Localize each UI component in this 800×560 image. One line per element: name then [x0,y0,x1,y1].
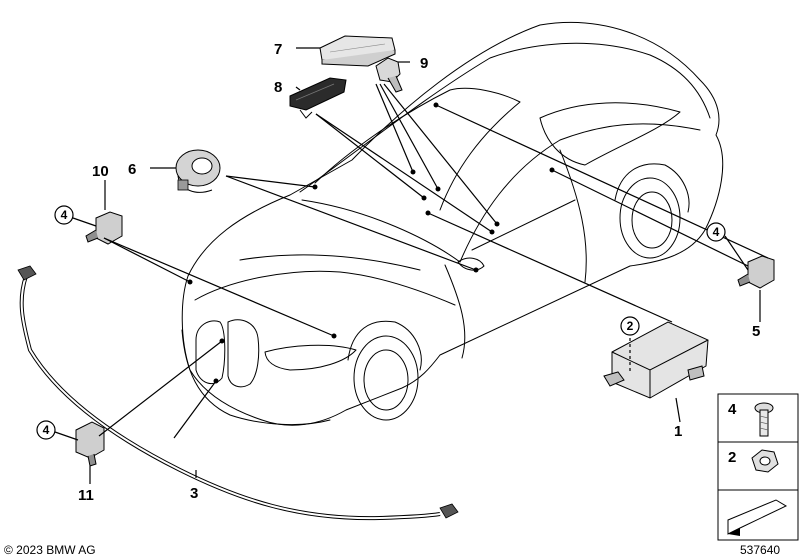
copyright-text: © 2023 BMW AG [4,543,96,557]
part-5-sensor [737,255,775,289]
label-7: 7 [274,41,282,58]
svg-text:2: 2 [627,319,634,333]
legend-box-screw: 4 [717,393,799,443]
part-9-sensor [375,57,403,93]
part-1-control-unit [603,321,709,399]
circled-label-2: 2 [620,316,640,336]
legend-box-nut: 2 [717,441,799,491]
diagram-number: 537640 [740,543,780,557]
part-10-sensor [85,211,123,245]
label-3: 3 [190,485,198,502]
callout-labels: 7 9 8 6 10 5 1 11 3 [78,41,760,504]
part-7-panel [319,35,396,67]
circled-label-4-right: 4 [706,222,749,271]
label-10: 10 [92,163,109,180]
leader-dots [187,102,555,384]
part-11-sensor [75,421,105,467]
label-6: 6 [128,161,136,178]
svg-text:4: 4 [43,423,50,437]
label-5: 5 [752,323,760,340]
label-9: 9 [420,55,428,72]
label-11: 11 [78,487,94,504]
part-3-cable [17,265,459,521]
svg-text:4: 4 [713,225,720,239]
svg-text:4: 4 [61,208,68,222]
legend-label-screw: 4 [728,401,737,418]
circled-label-4-bottom: 4 [36,420,79,441]
leader-lines [89,47,769,484]
car-body-outline [181,22,724,426]
part-8-sensor [289,77,347,119]
legend-label-nut: 2 [728,449,736,466]
label-1: 1 [674,423,682,440]
legend-box-arrow [717,489,799,541]
part-6-coil-ring [175,149,221,193]
label-8: 8 [274,79,282,96]
circled-label-4-left: 4 [54,205,97,227]
